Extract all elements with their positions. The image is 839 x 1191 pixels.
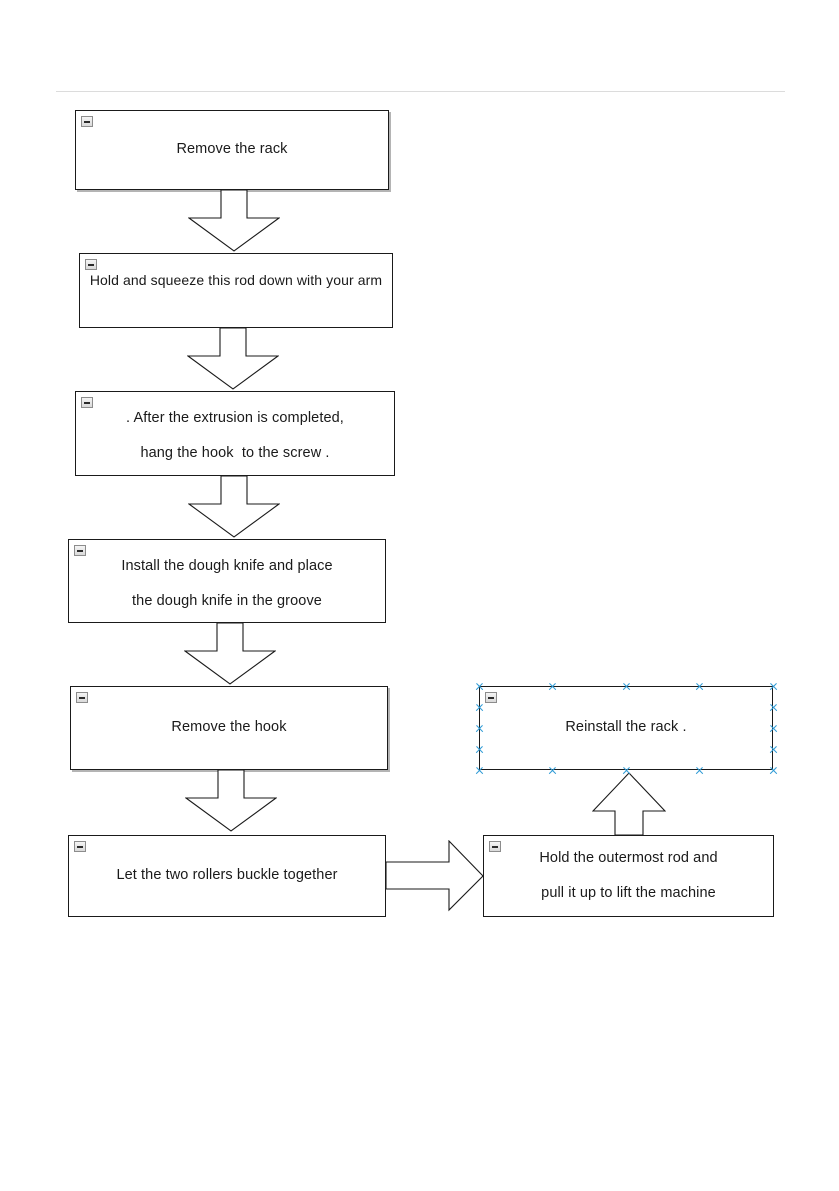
flow-node-text-line-1: . After the extrusion is completed, xyxy=(126,410,344,426)
flow-node-remove-the-hook[interactable]: Remove the hook xyxy=(70,686,388,770)
collapse-minus-icon[interactable] xyxy=(81,397,93,408)
flow-node-after-extrusion-hang-hook[interactable]: . After the extrusion is completed, hang… xyxy=(75,391,395,476)
flow-node-reinstall-the-rack[interactable]: Reinstall the rack . xyxy=(479,686,773,770)
flow-node-text: Remove the rack xyxy=(176,141,288,158)
collapse-minus-icon[interactable] xyxy=(74,545,86,556)
flow-node-text-line-2: hang the hook to the screw . xyxy=(140,445,330,462)
collapse-minus-icon[interactable] xyxy=(489,841,501,852)
flow-node-text-line-2: the dough knife in the groove xyxy=(132,593,322,610)
flow-node-hold-and-squeeze-rod[interactable]: Hold and squeeze this rod down with your… xyxy=(79,253,393,328)
arrow-down-2 xyxy=(187,328,279,390)
arrow-down-1 xyxy=(188,190,280,252)
flow-node-text-line-2: pull it up to lift the machine xyxy=(541,885,716,901)
selection-handle-top-right[interactable] xyxy=(769,682,778,691)
flow-node-text: Hold and squeeze this rod down with your… xyxy=(89,272,383,288)
arrow-down-4 xyxy=(184,623,276,685)
selection-handle-right-3[interactable] xyxy=(769,745,778,754)
collapse-minus-icon[interactable] xyxy=(76,692,88,703)
page-header-rule xyxy=(56,91,785,92)
selection-handle-bottom-3[interactable] xyxy=(695,766,704,775)
flow-node-let-two-rollers-buckle[interactable]: Let the two rollers buckle together xyxy=(68,835,386,917)
selection-handle-right-1[interactable] xyxy=(769,703,778,712)
selection-handle-top-2[interactable] xyxy=(622,682,631,691)
flow-node-text-line-1: Hold the outermost rod and xyxy=(539,849,718,866)
collapse-minus-icon[interactable] xyxy=(74,841,86,852)
flow-node-install-dough-knife[interactable]: Install the dough knife and place the do… xyxy=(68,539,386,623)
selection-handle-right-2[interactable] xyxy=(769,724,778,733)
flow-node-text: Reinstall the rack . xyxy=(565,719,687,736)
flow-node-text: Let the two rollers buckle together xyxy=(116,867,338,884)
arrow-down-5 xyxy=(185,770,277,832)
arrow-right-1 xyxy=(386,840,484,912)
selection-handle-bottom-1[interactable] xyxy=(548,766,557,775)
collapse-minus-icon[interactable] xyxy=(81,116,93,127)
flow-node-hold-outermost-rod[interactable]: Hold the outermost rod and pull it up to… xyxy=(483,835,774,917)
selection-handle-left-3[interactable] xyxy=(475,745,484,754)
arrow-up-1 xyxy=(592,772,666,836)
selection-handle-left-1[interactable] xyxy=(475,703,484,712)
selection-handle-bottom-left[interactable] xyxy=(475,766,484,775)
selection-handle-top-left[interactable] xyxy=(475,682,484,691)
flow-node-remove-the-rack[interactable]: Remove the rack xyxy=(75,110,389,190)
flow-node-text-line-1: Install the dough knife and place xyxy=(121,558,333,574)
arrow-down-3 xyxy=(188,476,280,538)
flow-node-text: Remove the hook xyxy=(171,719,287,736)
selection-handle-top-1[interactable] xyxy=(548,682,557,691)
selection-handle-top-3[interactable] xyxy=(695,682,704,691)
selection-handle-bottom-2[interactable] xyxy=(622,766,631,775)
selection-handle-bottom-right[interactable] xyxy=(769,766,778,775)
selection-handle-left-2[interactable] xyxy=(475,724,484,733)
collapse-minus-icon[interactable] xyxy=(85,259,97,270)
collapse-minus-icon[interactable] xyxy=(485,692,497,703)
